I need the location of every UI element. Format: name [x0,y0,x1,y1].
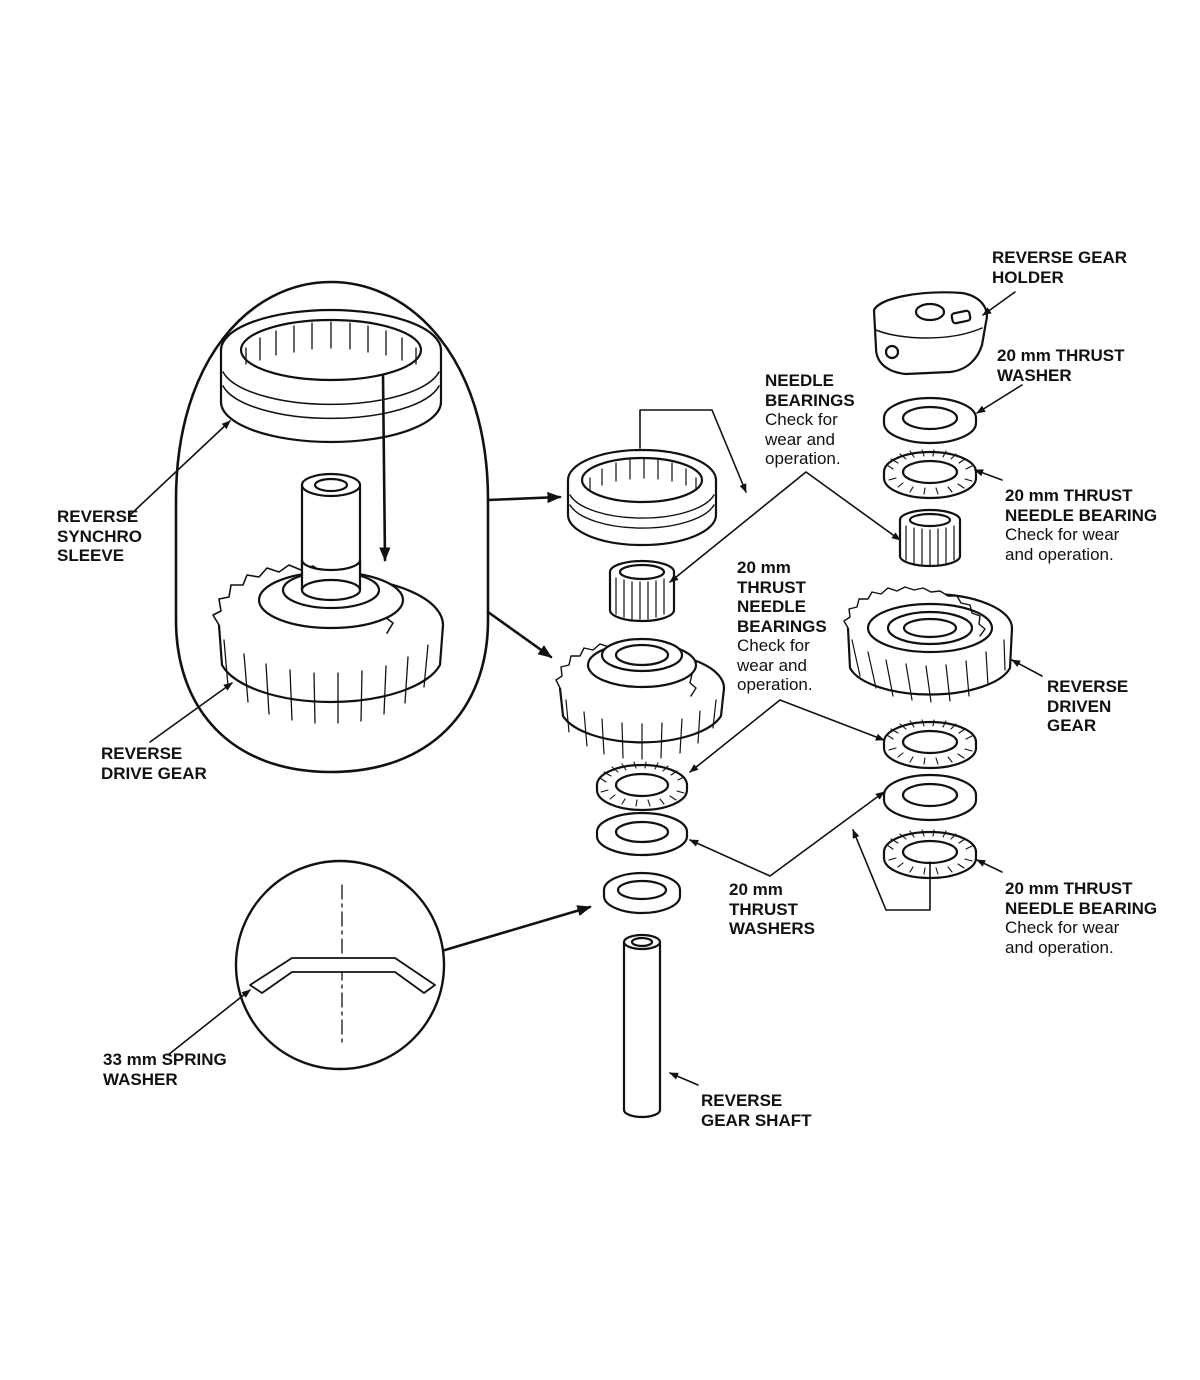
reverse-driven-gear-drawing [843,586,1014,703]
label-thrust-needle-bearings-mid: 20 mm THRUST NEEDLE BEARINGS Check for w… [737,558,827,694]
reverse-gear-shaft-drawing [622,933,662,1119]
thrust-needle-bearing-right-mid-drawing [882,719,978,770]
leader-thrust-washers [689,791,885,877]
leader-spring-washer-label [167,989,251,1056]
leader-gear-holder [982,291,1016,316]
label-reverse-synchro-sleeve: REVERSE SYNCHRO SLEEVE [57,507,143,565]
thrust-washer-top-drawing [882,396,978,445]
leader-thrust-washer-top [976,384,1023,414]
leader-thrust-needle-bearing-lower [976,859,1003,873]
label-thrust-needle-bearing-lower: 20 mm THRUST NEEDLE BEARING Check for we… [1005,879,1158,957]
label-reverse-gear-holder: REVERSE GEAR HOLDER [992,248,1128,287]
sleeve-flip-arrow [639,409,747,493]
bearing-flip-arrow [852,829,931,911]
drive-gear-exploded-drawing [555,637,726,760]
needle-bearing-right-drawing [898,508,962,568]
leader-spring-washer [443,905,592,952]
spring-washer-detail-circle [234,859,446,1071]
label-reverse-drive-gear: REVERSE DRIVE GEAR [101,744,207,783]
leader-needle-bearings [669,471,901,583]
reverse-gear-holder-drawing [872,291,988,376]
exploded-arrow-gear [486,610,553,659]
leader-thrust-needle-bearing-upper [974,469,1003,481]
thrust-needle-bearing-mid-drawing [595,761,689,812]
leader-synchro-sleeve [129,420,231,516]
leader-driven-gear [1011,659,1043,677]
label-thrust-washers: 20 mm THRUST WASHERS [729,880,815,938]
leader-drive-gear [149,682,233,743]
capsule-drive-gear-drawing [212,558,445,724]
synchro-sleeve-drawing [566,448,718,547]
exploded-arrow-sleeve [486,491,562,504]
leader-thrust-needle-bearings-mid [689,699,885,773]
leader-reverse-gear-shaft [669,1072,699,1086]
label-needle-bearings: NEEDLE BEARINGS Check for wear and opera… [765,371,855,468]
thrust-washer-right-drawing [882,773,978,822]
thrust-washer-mid-drawing [595,811,689,857]
label-spring-washer: 33 mm SPRING WASHER [103,1050,227,1089]
label-reverse-driven-gear: REVERSE DRIVEN GEAR [1047,677,1129,735]
label-thrust-needle-bearing-upper: 20 mm THRUST NEEDLE BEARING Check for we… [1005,486,1158,564]
capsule-synchro-sleeve-drawing [219,308,443,444]
capsule-assembly-arrow [379,373,391,562]
thrust-needle-bearing-upper-drawing [882,449,978,500]
spring-washer-mid-drawing [602,871,682,915]
label-reverse-gear-shaft: REVERSE GEAR SHAFT [701,1091,812,1130]
needle-bearing-middle-drawing [608,559,676,623]
label-thrust-washer-top: 20 mm THRUST WASHER [997,346,1125,385]
